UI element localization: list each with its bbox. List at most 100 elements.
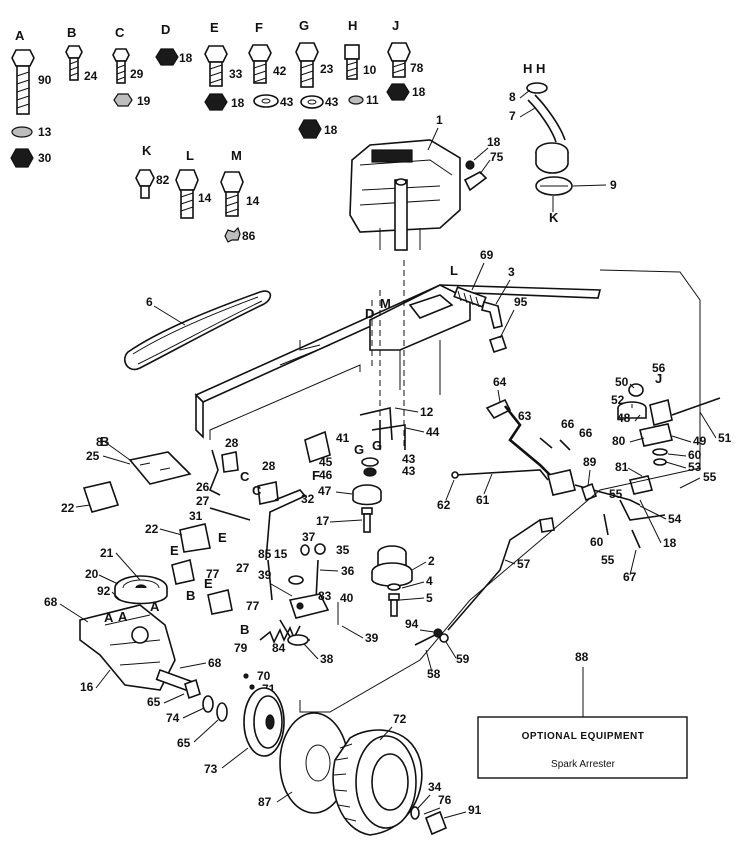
callout-46: 46 <box>319 468 333 482</box>
part-number-90: 90 <box>38 73 52 87</box>
callout-50: 50 <box>615 375 629 389</box>
bushing-89-icon <box>581 482 597 502</box>
optional-equipment-box: OPTIONAL EQUIPMENT Spark Arrester <box>477 716 688 779</box>
lock-nut-g-icon <box>298 119 322 139</box>
fitting-62-icon <box>451 471 459 479</box>
callout-70: 70 <box>257 669 271 683</box>
callout-8: 8 <box>509 90 516 104</box>
shift-lever-icon <box>485 398 556 481</box>
callout-65-b: 65 <box>177 736 191 750</box>
letter-b3: B <box>240 622 249 637</box>
bolt-g-icon <box>295 42 319 88</box>
tire-icon <box>332 729 423 836</box>
lever-26-icon <box>208 449 221 496</box>
callout-25: 25 <box>86 449 100 463</box>
idler-pulley-47-icon <box>352 484 382 506</box>
clip-28b-icon <box>257 481 279 505</box>
pin-37-icon <box>300 544 310 556</box>
part-number-19: 19 <box>137 94 151 108</box>
bolt-l-icon <box>175 169 199 219</box>
callout-94: 94 <box>405 617 419 631</box>
spark-arrester-assembly-icon <box>526 82 573 196</box>
callout-64: 64 <box>493 375 507 389</box>
callout-83: 83 <box>318 589 332 603</box>
part-number-86: 86 <box>242 229 256 243</box>
lock-nut-d-icon <box>155 48 179 66</box>
lock-nut-e-icon <box>204 93 228 111</box>
callout-63: 63 <box>518 409 532 423</box>
letter-b2: B <box>186 588 195 603</box>
washer-34-icon <box>410 806 420 820</box>
part-number-18-e: 18 <box>231 96 245 110</box>
callout-79: 79 <box>234 641 248 655</box>
callout-47: 47 <box>318 484 332 498</box>
letter-m: M <box>380 296 391 311</box>
callout-12: 12 <box>420 405 434 419</box>
washer-38-icon <box>287 634 309 646</box>
callout-87: 87 <box>258 795 272 809</box>
transmission-pulley-icon <box>114 575 168 605</box>
hardware-letter-h: H <box>348 18 357 33</box>
bracket-41-icon <box>304 430 331 464</box>
washer-h-icon <box>348 95 364 105</box>
letter-e2: E <box>170 543 179 558</box>
callout-1: 1 <box>436 113 443 127</box>
nut-46-icon <box>363 467 377 477</box>
washer-59-icon <box>439 633 449 643</box>
callout-60-a: 60 <box>688 448 702 462</box>
letter-e3: E <box>204 576 213 591</box>
callout-95: 95 <box>514 295 528 309</box>
hardware-letter-d: D <box>161 22 170 37</box>
callout-20: 20 <box>85 567 99 581</box>
callout-16: 16 <box>80 680 94 694</box>
part-number-24: 24 <box>84 69 98 83</box>
callout-77-b: 77 <box>246 599 260 613</box>
callout-66-b: 66 <box>579 426 593 440</box>
drive-belt-icon <box>124 290 272 371</box>
part-number-43: 43 <box>280 95 294 109</box>
hardware-letter-k: K <box>142 143 152 158</box>
link-44-icon <box>371 424 406 450</box>
rod-36-icon <box>315 559 319 601</box>
bushing-74-icon <box>202 695 214 713</box>
hub-cap-91-icon <box>424 810 448 836</box>
callout-58: 58 <box>427 667 441 681</box>
callout-26: 26 <box>196 480 210 494</box>
part-number-18: 18 <box>179 51 193 65</box>
callout-76: 76 <box>438 793 452 807</box>
rod-85-icon <box>267 559 273 601</box>
callout-6: 6 <box>146 295 153 309</box>
callout-43-b: 43 <box>402 464 416 478</box>
callout-74: 74 <box>166 711 180 725</box>
letter-a3: A <box>150 599 160 614</box>
part-number-14-m: 14 <box>246 194 260 208</box>
hardware-letter-j: J <box>392 18 399 33</box>
part-number-42: 42 <box>273 64 287 78</box>
letter-hh: H H <box>523 61 545 76</box>
callout-69: 69 <box>480 248 494 262</box>
rod-61-icon <box>454 469 549 481</box>
callout-55-a: 55 <box>703 470 717 484</box>
brake-pedal-assembly-icon <box>617 383 721 466</box>
callout-65-a: 65 <box>147 695 161 709</box>
washer-f-icon <box>253 94 279 108</box>
part-number-33: 33 <box>229 67 243 81</box>
letter-b1: B <box>100 434 109 449</box>
bracket-18-icon <box>628 475 654 495</box>
callout-34: 34 <box>428 780 442 794</box>
bolt-k-icon <box>135 169 155 199</box>
callout-89: 89 <box>583 455 597 469</box>
callout-38: 38 <box>320 652 334 666</box>
letter-g1: G <box>354 442 364 457</box>
letter-g2: G <box>372 438 382 453</box>
callout-48: 48 <box>617 411 631 425</box>
hardware-letter-c: C <box>115 25 125 40</box>
callout-91: 91 <box>468 803 482 817</box>
bracket-77a-icon <box>171 558 195 585</box>
bolt-5-icon <box>388 593 400 617</box>
letter-c1: C <box>240 469 250 484</box>
callout-61: 61 <box>476 493 490 507</box>
nut-c-icon <box>113 93 133 107</box>
letter-a2: A <box>118 609 128 624</box>
letter-a1: A <box>104 610 114 625</box>
